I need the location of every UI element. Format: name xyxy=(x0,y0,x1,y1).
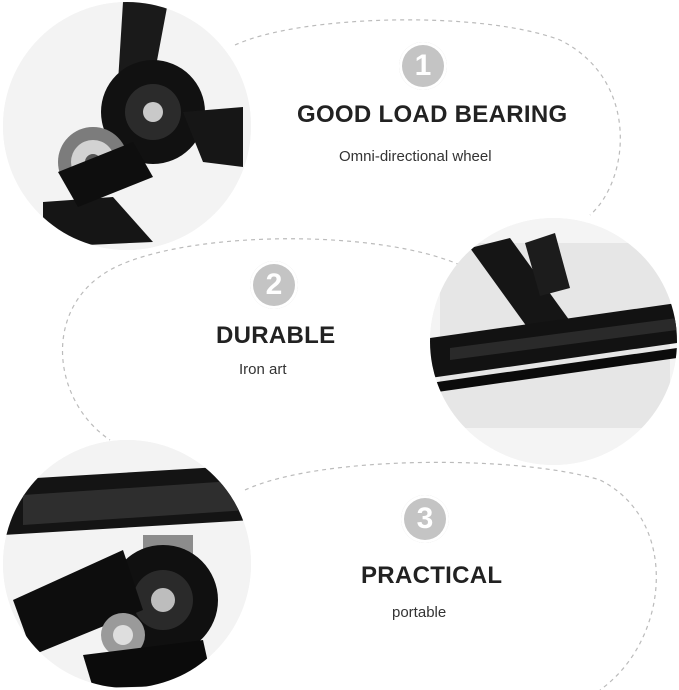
number-badge-2: 2 xyxy=(250,261,298,309)
feature-3-subtitle: portable xyxy=(392,604,447,621)
feature-3-title: PRACTICAL xyxy=(361,562,503,589)
caster-wheel-photo xyxy=(3,2,251,250)
dashed-ellipse-1 xyxy=(234,19,621,216)
feature-1-title: GOOD LOAD BEARING xyxy=(297,101,568,128)
dashed-ellipse-3 xyxy=(244,461,657,690)
locking-caster-photo xyxy=(3,440,251,688)
feature-1-subtitle: Omni-directional wheel xyxy=(339,148,492,165)
feature-2-subtitle: Iron art xyxy=(239,361,287,378)
feature-2-title: DURABLE xyxy=(216,322,336,349)
number-badge-3: 3 xyxy=(401,495,449,543)
number-badge-1: 1 xyxy=(399,42,447,90)
dashed-ellipse-2 xyxy=(62,238,461,441)
frame-corner-photo xyxy=(430,218,677,465)
